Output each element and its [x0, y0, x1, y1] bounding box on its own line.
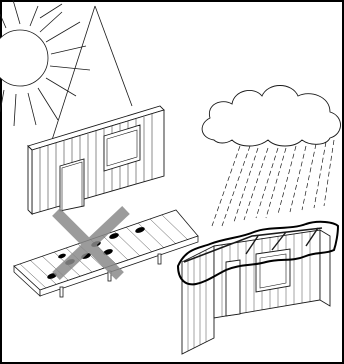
- storage-guidelines-illustration: [0, 0, 344, 364]
- illustration-canvas: [0, 0, 344, 364]
